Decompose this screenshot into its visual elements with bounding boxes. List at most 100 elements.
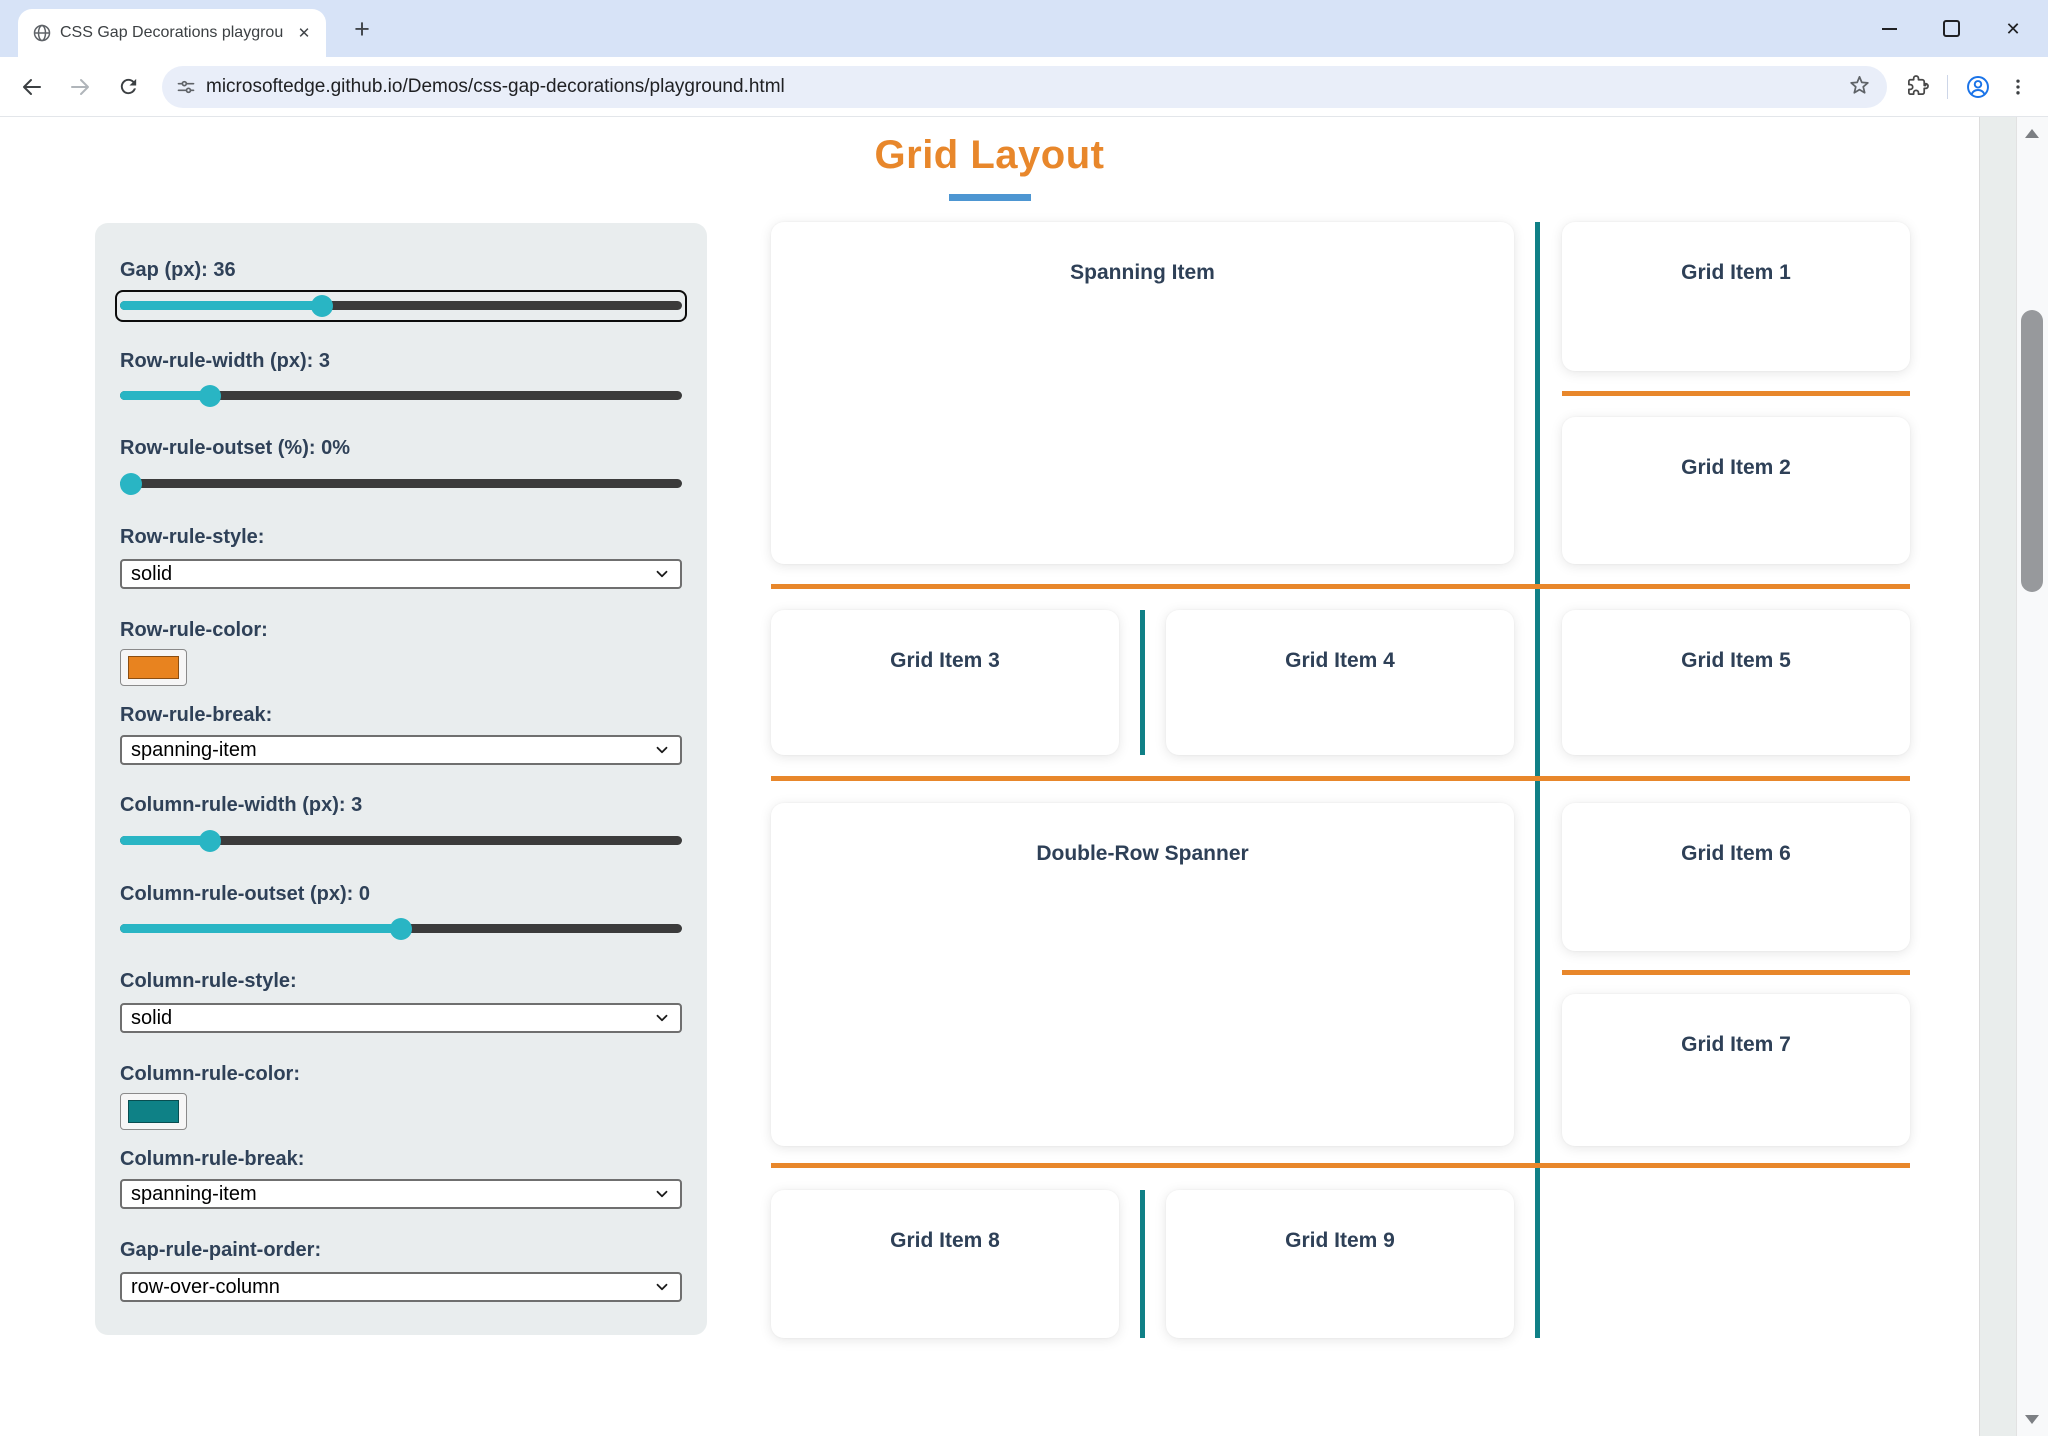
column-rule-style-select[interactable]: solid [120,1003,682,1033]
gap-slider-label: Gap (px): 36 [120,259,236,281]
color-swatch [128,656,179,679]
row-rule-style-select[interactable]: solid [120,559,682,589]
slider-fill [120,836,210,845]
tab-close-icon[interactable]: ✕ [297,25,311,42]
forward-button[interactable] [60,67,100,107]
row-rule-width-slider[interactable] [120,385,682,407]
gap-rule-paint-order-select[interactable]: row-over-column [120,1272,682,1302]
column-rule-color-picker[interactable] [120,1093,187,1130]
page-content: Grid Layout Gap (px): 36 Row-rule-width … [0,117,1979,1436]
column-rule-width-label: Column-rule-width (px): 3 [120,794,363,816]
slider-track[interactable] [120,391,682,400]
reload-button[interactable] [108,67,148,107]
grid-demo-area: Spanning Item Grid Item 1 Grid Item 2 Gr… [771,222,1910,1338]
chevron-down-icon [653,1185,671,1209]
grid-item-8: Grid Item 8 [771,1190,1119,1338]
column-rule-row3 [1140,610,1145,755]
row-rule-items-6-7 [1562,970,1910,975]
tab-title: CSS Gap Decorations playgroun [60,24,284,41]
back-button[interactable] [12,67,52,107]
reload-icon [120,78,136,95]
address-bar[interactable]: microsoftedge.github.io/Demos/css-gap-de… [162,65,1887,108]
three-dot-menu-icon [2016,79,2020,94]
slider-thumb[interactable] [198,830,221,852]
row-rule-long-1 [771,584,1910,589]
scroll-up-arrow-icon[interactable] [2025,129,2039,138]
gap-rule-paint-order-label: Gap-rule-paint-order: [120,1239,322,1261]
column-rule-width-slider[interactable] [120,830,682,852]
select-value: solid [131,562,173,585]
row-rule-outset-slider[interactable] [120,473,682,495]
grid-item-7: Grid Item 7 [1562,994,1910,1146]
row-rule-break-select[interactable]: spanning-item [120,735,682,765]
row-rule-break-label: Row-rule-break: [120,704,273,726]
scroll-down-arrow-icon[interactable] [2025,1415,2039,1424]
slider-fill [120,301,323,310]
window-maximize-button[interactable] [1920,0,1982,57]
select-value: solid [131,1006,173,1029]
grid-item-9: Grid Item 9 [1166,1190,1514,1338]
row-rule-long-3 [771,1163,1910,1168]
vertical-scrollbar[interactable] [2016,117,2048,1436]
minimize-icon [1881,27,1897,30]
column-rule-break-label: Column-rule-break: [120,1148,305,1170]
column-rule-break-select[interactable]: spanning-item [120,1179,682,1209]
slider-fill [120,924,401,933]
slider-thumb[interactable] [198,385,221,407]
grid-item-4: Grid Item 4 [1166,610,1514,755]
page-header: Grid Layout [0,133,1979,201]
row-rule-outset-label: Row-rule-outset (%): 0% [120,437,350,459]
toolbar-right-group [1897,67,2038,107]
slider-thumb[interactable] [311,295,334,317]
column-rule-color-label: Column-rule-color: [120,1063,300,1085]
row-rule-width-label: Row-rule-width (px): 3 [120,350,330,372]
column-rule-style-label: Column-rule-style: [120,970,297,992]
maximize-icon [1942,20,1960,37]
url-text[interactable]: microsoftedge.github.io/Demos/css-gap-de… [206,75,785,97]
slider-track[interactable] [120,836,682,845]
new-tab-button[interactable]: + [354,13,370,44]
column-rule-outset-slider[interactable] [120,918,682,940]
extensions-puzzle-icon [1907,75,1929,96]
slider-thumb[interactable] [390,918,412,940]
row-rule-color-picker[interactable] [120,649,187,686]
window-close-button[interactable]: ✕ [1982,0,2044,57]
color-swatch [128,1100,179,1123]
chevron-down-icon [653,1278,671,1302]
browser-tab[interactable]: CSS Gap Decorations playgroun ✕ [18,9,326,57]
row-rule-items-1-2 [1562,391,1910,396]
select-value: spanning-item [131,738,257,761]
grid-item-2: Grid Item 2 [1562,417,1910,564]
extensions-button[interactable] [1897,67,1937,107]
bookmark-star-button[interactable] [1848,73,1871,101]
chevron-down-icon [653,1009,671,1033]
browser-menu-button[interactable] [1998,67,2038,107]
scrollbar-thumb[interactable] [2021,310,2043,592]
grid-item-3: Grid Item 3 [771,610,1119,755]
controls-panel: Gap (px): 36 Row-rule-width (px): 3 Row-… [95,223,707,1335]
browser-toolbar: microsoftedge.github.io/Demos/css-gap-de… [0,57,2048,117]
column-rule-outset-label: Column-rule-outset (px): 0 [120,883,370,905]
profile-avatar-icon [1967,75,1989,98]
slider-fill [120,391,210,400]
globe-favicon-icon [32,23,52,43]
site-settings-icon [177,80,195,93]
slider-track[interactable] [120,479,682,488]
select-value: row-over-column [131,1275,280,1298]
window-controls: ✕ [1858,0,2044,57]
slider-track[interactable] [120,301,682,310]
tab-strip: CSS Gap Decorations playgroun ✕ + ✕ [0,0,2048,57]
profile-button[interactable] [1958,67,1998,107]
star-icon [1850,75,1869,94]
slider-thumb[interactable] [120,473,143,495]
grid-item-double-row-spanner: Double-Row Spanner [771,803,1514,1146]
grid-item-5: Grid Item 5 [1562,610,1910,755]
grid-item-6: Grid Item 6 [1562,803,1910,951]
title-underline [948,194,1031,201]
gap-slider[interactable] [115,290,687,322]
grid-item-1: Grid Item 1 [1562,222,1910,371]
grid-item-spanning: Spanning Item [771,222,1514,564]
forward-arrow-icon [71,78,89,95]
window-minimize-button[interactable] [1858,0,1920,57]
select-value: spanning-item [131,1182,257,1205]
